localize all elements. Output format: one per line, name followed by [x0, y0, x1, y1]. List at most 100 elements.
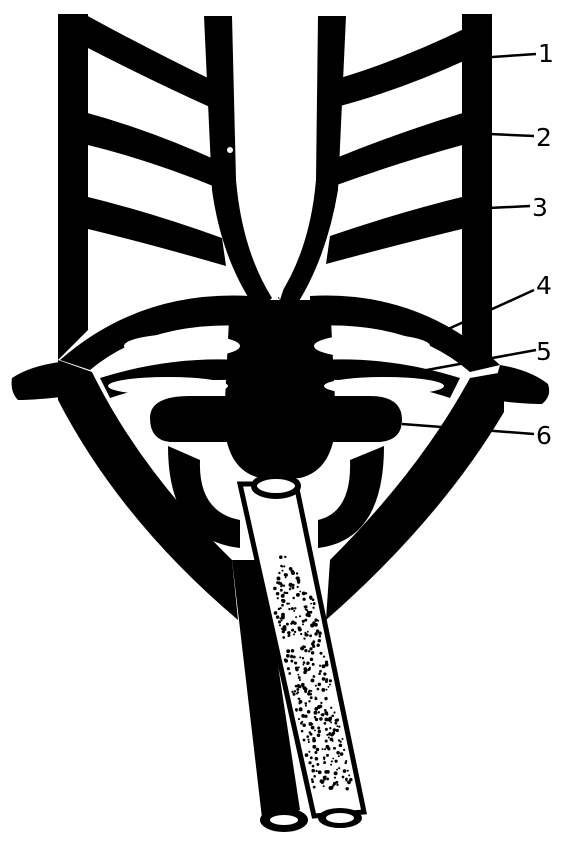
- left-gap-upper: [124, 334, 240, 358]
- stipple-dot: [293, 656, 296, 659]
- stipple-dot: [332, 758, 334, 760]
- stipple-dot: [281, 570, 283, 572]
- stipple-dot: [281, 594, 285, 598]
- tube-bottom-lumen: [326, 813, 354, 823]
- stipple-dot: [279, 624, 281, 626]
- stipple-dot: [302, 657, 304, 659]
- stipple-dot: [339, 744, 343, 748]
- stipple-dot: [282, 630, 285, 633]
- stipple-dot: [311, 726, 315, 730]
- stipple-dot: [290, 570, 294, 574]
- stipple-dot: [286, 654, 290, 658]
- stipple-dot: [323, 785, 325, 787]
- stipple-dot: [329, 683, 331, 685]
- stipple-dot: [325, 728, 328, 731]
- stipple-dot: [318, 711, 320, 713]
- stipple-dot: [286, 649, 290, 653]
- stipple-dot: [328, 732, 332, 736]
- stipple-dot: [314, 632, 317, 635]
- callout-label-6: 6: [536, 421, 552, 450]
- stipple-dot: [333, 711, 335, 713]
- stipple-dot: [302, 620, 305, 623]
- stipple-dot: [284, 659, 288, 663]
- stipple-dot: [296, 688, 299, 691]
- stipple-dot: [325, 680, 327, 682]
- stipple-dot: [283, 565, 285, 567]
- stipple-dot: [322, 664, 326, 668]
- stipple-dot: [298, 702, 300, 704]
- stipple-dot: [288, 634, 290, 636]
- stipple-dot: [297, 576, 300, 579]
- stipple-dot: [308, 650, 310, 652]
- stipple-dot: [301, 730, 304, 733]
- stipple-dot: [305, 702, 308, 705]
- stipple-dot: [281, 599, 284, 602]
- stipple-dot: [273, 587, 277, 591]
- stipple-dot: [317, 734, 321, 738]
- stipple-dot: [320, 702, 322, 704]
- stipple-dot: [340, 752, 344, 756]
- stipple-dot: [315, 708, 317, 710]
- stipple-dot: [311, 778, 314, 781]
- stipple-dot: [318, 631, 322, 635]
- stipple-dot: [313, 775, 316, 778]
- stipple-dot: [345, 787, 348, 790]
- stipple-dot: [277, 597, 279, 599]
- stipple-dot: [328, 718, 331, 721]
- stipple-dot: [282, 636, 285, 639]
- stipple-dot: [292, 597, 295, 600]
- stipple-dot: [318, 683, 321, 686]
- stipple-dot: [285, 576, 287, 578]
- stipple-dot: [325, 739, 328, 742]
- right-gap-lower: [324, 377, 444, 395]
- stipple-dot: [298, 676, 301, 679]
- stipple-dot: [284, 556, 286, 558]
- stipple-dot: [335, 760, 338, 763]
- stipple-dot: [299, 707, 303, 711]
- stipple-dot: [323, 776, 326, 779]
- stipple-dot: [315, 697, 318, 700]
- stipple-dot: [317, 688, 320, 691]
- stipple-dot: [312, 739, 316, 743]
- stipple-dot: [324, 697, 327, 700]
- stipple-dot: [281, 613, 285, 617]
- stipple-dot: [323, 761, 326, 764]
- stipple-dot: [315, 757, 319, 761]
- stipple-dot: [302, 664, 304, 666]
- stipple-dot: [298, 666, 300, 668]
- stipple-dot: [334, 777, 336, 779]
- stipple-dot: [290, 655, 293, 658]
- stipple-dot: [308, 669, 310, 671]
- stipple-dot: [348, 774, 350, 776]
- stipple-dot: [303, 661, 306, 664]
- stipple-dot: [343, 769, 347, 773]
- stipple-dot: [335, 772, 337, 774]
- stipple-dot: [318, 730, 321, 733]
- stipple-dot: [293, 610, 295, 612]
- stipple-dot: [326, 754, 329, 757]
- stipple-dot: [308, 700, 310, 702]
- stipple-dot: [331, 760, 333, 762]
- stipple-dot: [307, 710, 311, 714]
- stipple-dot: [314, 623, 318, 627]
- stipple-dot: [331, 714, 334, 717]
- stipple-dot: [286, 623, 289, 626]
- stipple-dot: [283, 591, 286, 594]
- stipple-dot: [324, 717, 328, 721]
- stipple-dot: [311, 651, 314, 654]
- stipple-dot: [318, 672, 321, 675]
- stipple-dot: [297, 674, 299, 676]
- stipple-dot: [309, 634, 312, 637]
- stipple-dot: [298, 686, 300, 688]
- stipple-dot: [294, 690, 296, 692]
- stipple-dot: [313, 602, 316, 605]
- right-branch-1: [340, 28, 466, 106]
- stipple-dot: [284, 573, 288, 577]
- stipple-dot: [295, 708, 298, 711]
- stipple-dot: [318, 639, 321, 642]
- stipple-dot: [328, 737, 330, 739]
- lower-horizontal-bar: [150, 396, 402, 442]
- stipple-dot: [312, 607, 314, 609]
- stipple-dot: [303, 739, 306, 742]
- stipple-dot: [338, 767, 340, 769]
